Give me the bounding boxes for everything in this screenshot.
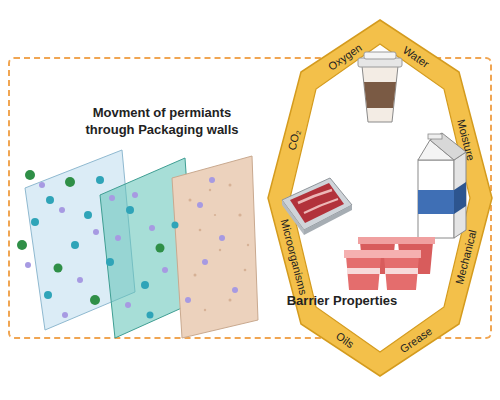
coffee-cup [358, 52, 402, 122]
octagon-band [268, 20, 492, 376]
octagon-outline [268, 20, 492, 376]
barrier-octagon: OxygenWaterMoistureMechanicalGreaseOilsM… [268, 20, 492, 376]
meat-tray [282, 178, 352, 235]
yogurt-cups [344, 237, 435, 290]
packaging-walls [25, 150, 258, 338]
band-label: Barrier Properties [287, 293, 398, 310]
milk-carton [418, 133, 466, 238]
permeant-molecules [17, 170, 238, 319]
heading-text: Movment of permiants through Packaging w… [72, 105, 252, 139]
